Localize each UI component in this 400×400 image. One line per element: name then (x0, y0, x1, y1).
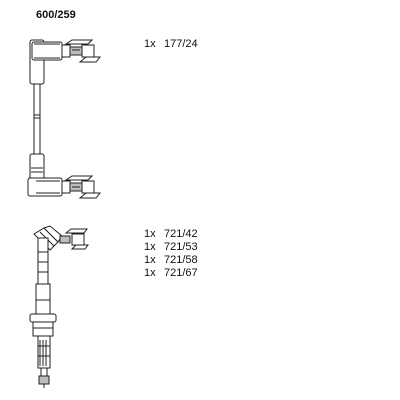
part-row-2: 1x 721/42 (144, 228, 198, 240)
part-row-3: 1x 721/53 (144, 241, 198, 253)
part-qty: 1x (144, 254, 156, 266)
part-qty: 1x (144, 228, 156, 240)
part-code: 721/58 (164, 254, 198, 266)
top-terminal (64, 39, 102, 63)
part-qty: 1x (144, 241, 156, 253)
part-row-1: 1x 177/24 (144, 38, 198, 50)
part-qty: 1x (144, 267, 156, 279)
lead-cable (33, 84, 41, 156)
kit-number: 600/259 (36, 9, 76, 21)
upper-lead-177-24 (27, 39, 102, 199)
bottom-terminal (64, 175, 102, 199)
part-qty: 1x (144, 38, 156, 50)
part-code: 721/42 (164, 228, 198, 240)
top-angled-boot (29, 39, 71, 85)
part-row-4: 1x 721/58 (144, 254, 198, 266)
connector-terminal (59, 228, 89, 250)
connector-collar (29, 313, 57, 337)
connector-shaft (37, 335, 51, 369)
part-code: 177/24 (164, 38, 198, 50)
spark-plug-connector-721 (29, 225, 89, 388)
part-code: 721/53 (164, 241, 198, 253)
bottom-angled-boot (27, 153, 71, 197)
part-row-5: 1x 721/67 (144, 267, 198, 279)
part-code: 721/67 (164, 267, 198, 279)
connector-tip (38, 367, 50, 388)
connector-body (35, 237, 51, 315)
